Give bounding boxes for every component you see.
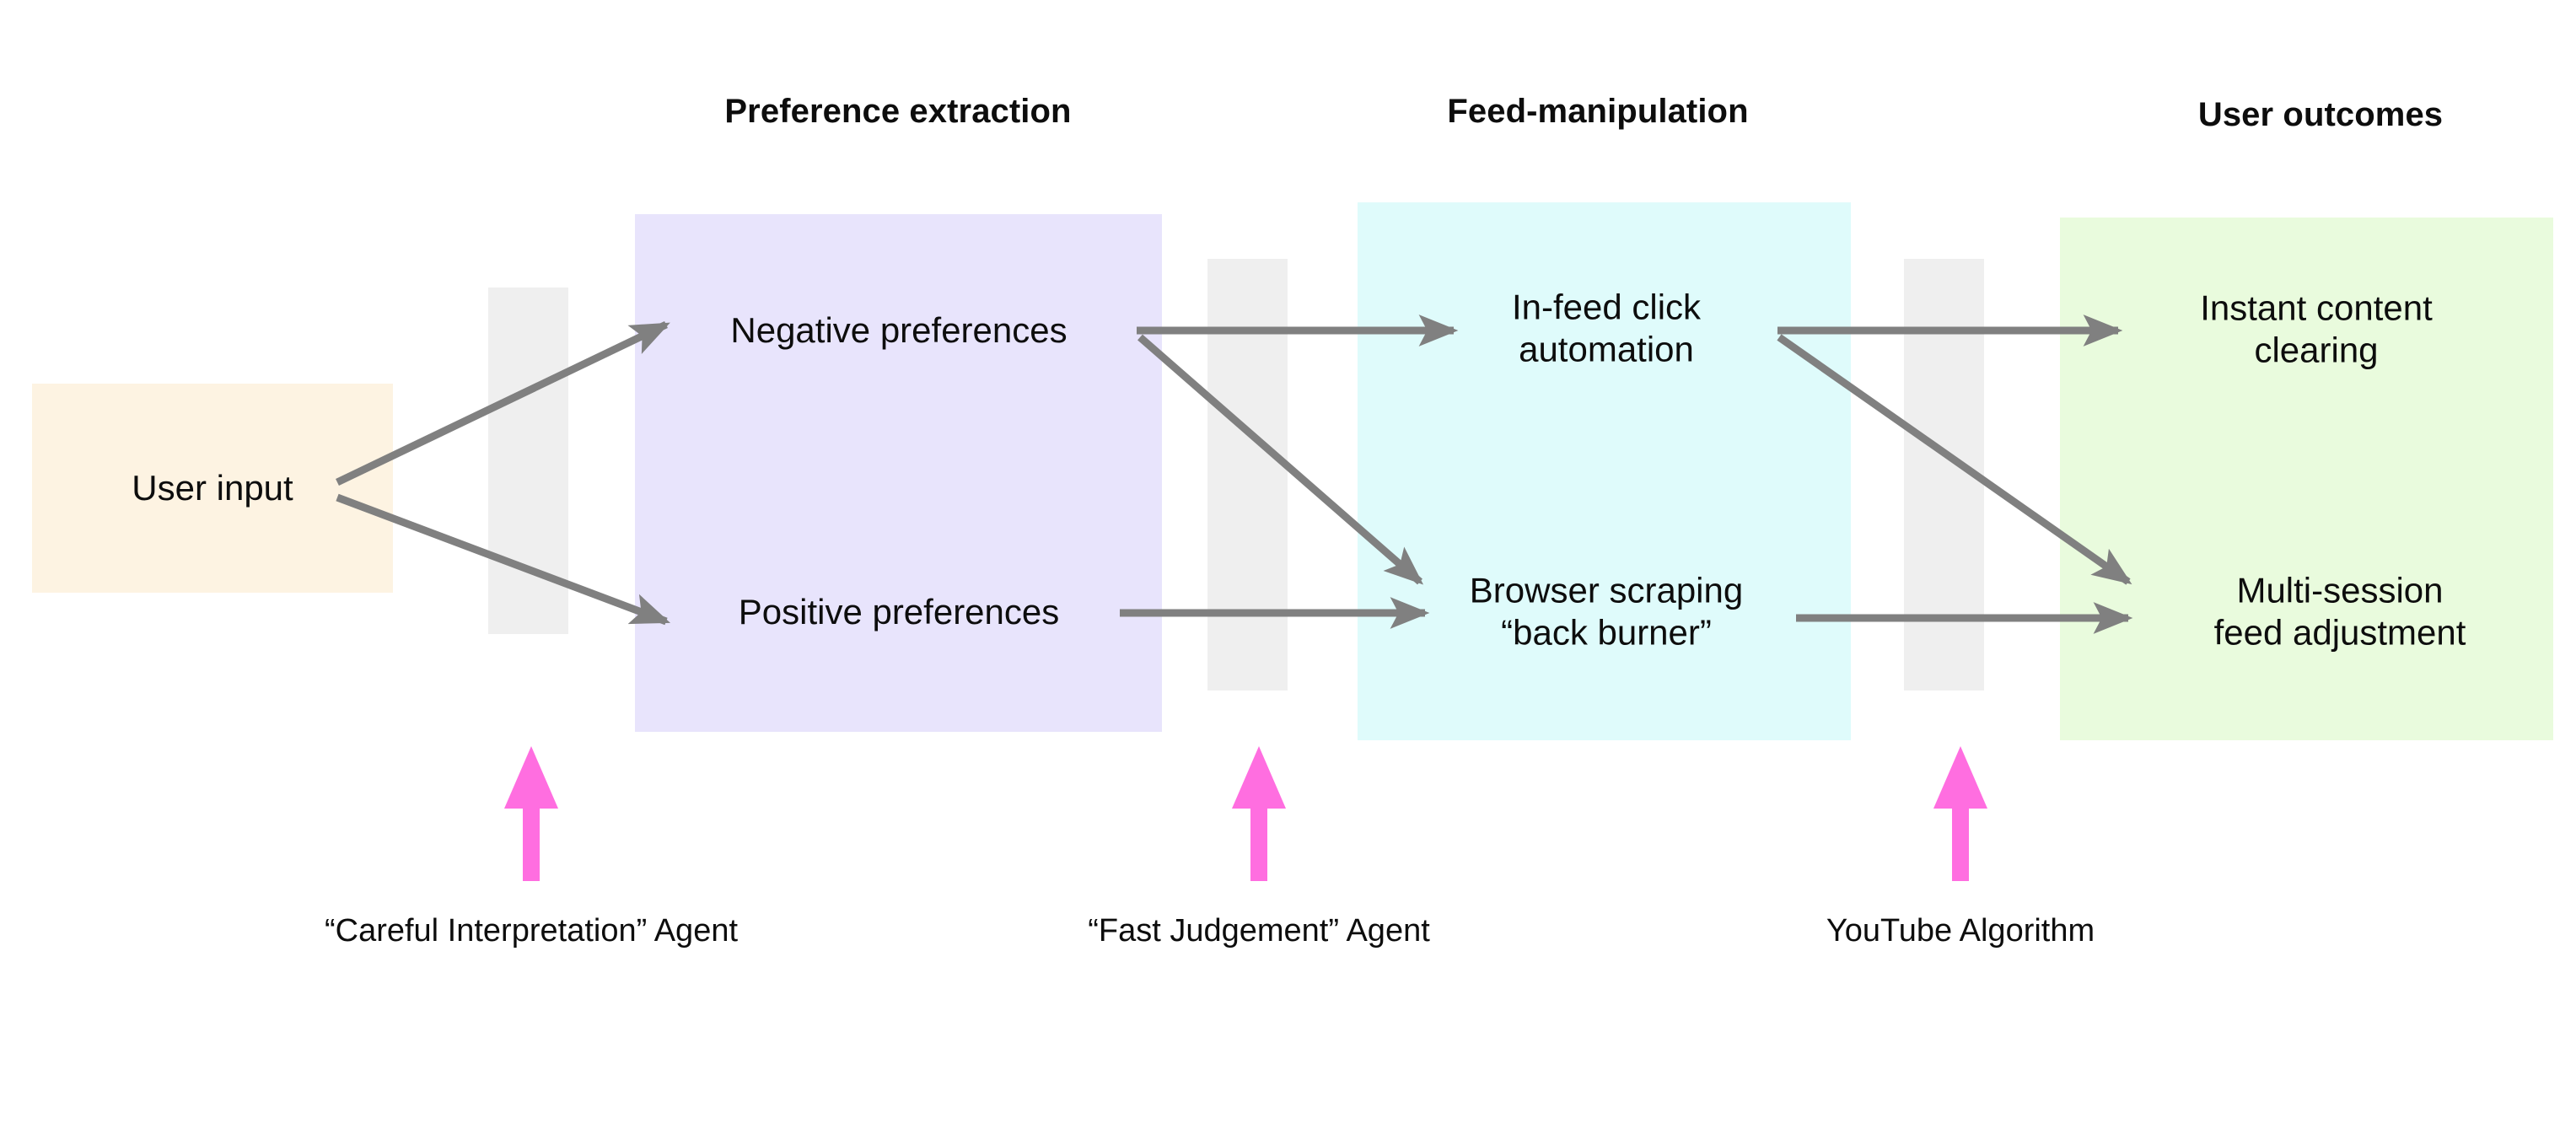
user-outcomes-panel <box>2060 218 2553 740</box>
fast-judgement-bar <box>1207 259 1288 691</box>
header-feed-manipulation: Feed-manipulation <box>1447 93 1749 130</box>
annotation-careful-interpretation-agent[interactable]: “Careful Interpretation” Agent <box>324 913 739 949</box>
feed-manipulation-panel <box>1358 202 1851 740</box>
youtube-algorithm-bar <box>1904 259 1984 691</box>
header-preference-extraction: Preference extraction <box>724 93 1072 130</box>
preference-extraction-panel <box>635 214 1162 732</box>
node-negative-preferences[interactable]: Negative preferences <box>730 310 1068 351</box>
careful-interpretation-bar <box>488 288 568 634</box>
user-input-box[interactable]: User input <box>32 384 393 593</box>
node-browser-scraping-back-burner[interactable]: Browser scraping “back burner” <box>1469 570 1744 652</box>
arrow-up-icon-careful-interpretation-agent <box>504 746 558 881</box>
user-input-label: User input <box>132 468 293 508</box>
node-multi-session-feed-adjustment[interactable]: Multi-session feed adjustment <box>2213 570 2466 652</box>
arrow-up-icon-youtube-algorithm <box>1933 746 1987 881</box>
node-in-feed-click-automation[interactable]: In-feed click automation <box>1511 287 1702 368</box>
node-instant-content-clearing[interactable]: Instant content clearing <box>2200 288 2433 369</box>
annotation-youtube-algorithm[interactable]: YouTube Algorithm <box>1826 913 2095 949</box>
node-positive-preferences[interactable]: Positive preferences <box>738 592 1060 632</box>
header-user-outcomes: User outcomes <box>2197 96 2444 133</box>
arrow-up-icon-fast-judgement-agent <box>1232 746 1286 881</box>
annotation-fast-judgement-agent[interactable]: “Fast Judgement” Agent <box>1088 913 1430 949</box>
